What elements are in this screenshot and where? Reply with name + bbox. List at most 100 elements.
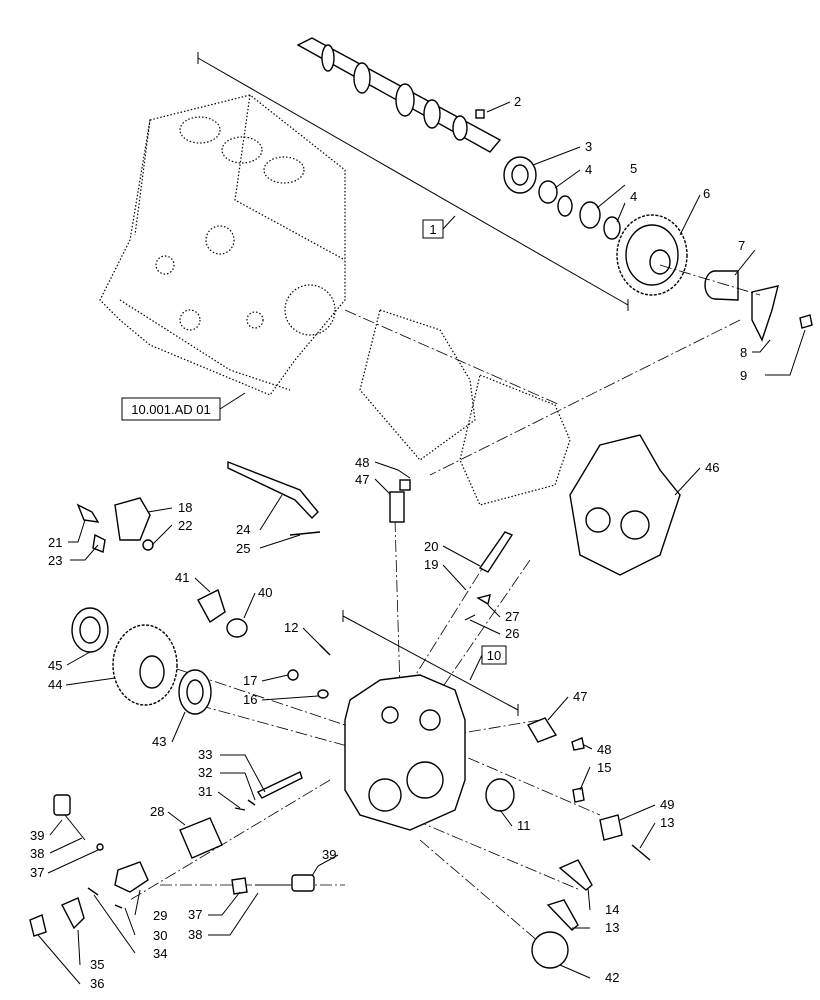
reference-label: 10.001.AD 01 bbox=[131, 402, 211, 417]
callout: 34 bbox=[153, 946, 167, 961]
callout: 48 bbox=[597, 742, 611, 757]
box-group-1: 1 bbox=[422, 215, 456, 239]
ring-40 bbox=[226, 618, 248, 638]
engine-block bbox=[99, 94, 346, 396]
pin-27 bbox=[476, 594, 491, 606]
callout: 37 bbox=[30, 865, 44, 880]
key-2-part bbox=[475, 109, 485, 119]
bearing-43 bbox=[178, 669, 212, 715]
callout: 31 bbox=[198, 784, 212, 799]
front-housing bbox=[344, 674, 466, 831]
callout: 35 bbox=[90, 957, 104, 972]
callout: 17 bbox=[243, 673, 257, 688]
sensor-49 bbox=[599, 814, 623, 841]
cap-39a bbox=[53, 794, 71, 816]
callout: 36 bbox=[90, 976, 104, 991]
bearing-45 bbox=[71, 607, 109, 653]
shaft-33 bbox=[256, 771, 303, 799]
callout: 19 bbox=[424, 557, 438, 572]
bolt-9 bbox=[799, 314, 813, 329]
bolt-14 bbox=[558, 859, 593, 891]
callout: 5 bbox=[630, 161, 637, 176]
cover-gasket-46 bbox=[569, 434, 681, 576]
callout: 42 bbox=[605, 970, 619, 985]
fitting-21 bbox=[76, 503, 100, 523]
callout: 26 bbox=[505, 626, 519, 641]
callout: 4 bbox=[630, 189, 637, 204]
nut-36 bbox=[29, 914, 47, 937]
bolt-25 bbox=[289, 531, 321, 536]
lever-29 bbox=[114, 861, 149, 893]
callout: 24 bbox=[236, 522, 250, 537]
callout: 11 bbox=[517, 818, 531, 833]
callout: 44 bbox=[48, 677, 62, 692]
callout: 46 bbox=[705, 460, 719, 475]
callout: 18 bbox=[178, 500, 192, 515]
callout: 30 bbox=[153, 928, 167, 943]
seal-11 bbox=[485, 778, 515, 812]
pin-26 bbox=[464, 614, 476, 621]
screw-30 bbox=[114, 904, 123, 909]
callout: 40 bbox=[258, 585, 272, 600]
thrust-plate-7 bbox=[704, 270, 739, 301]
callout: 13 bbox=[660, 815, 674, 830]
callout: 23 bbox=[48, 553, 62, 568]
screw-38a bbox=[64, 814, 86, 841]
callout: 33 bbox=[198, 747, 212, 762]
callout-labels: 2 3 4 5 4 6 7 8 9 48 47 46 18 22 21 23 2… bbox=[30, 94, 747, 991]
callout: 43 bbox=[152, 734, 166, 749]
sensor-47-lower bbox=[526, 717, 558, 743]
front-plate bbox=[459, 374, 571, 506]
cap-39b bbox=[291, 874, 315, 892]
callout: 7 bbox=[738, 238, 745, 253]
bolt-13a bbox=[631, 844, 651, 861]
solenoid-18 bbox=[114, 497, 154, 551]
ring-4a-b bbox=[557, 195, 573, 217]
rod-20 bbox=[478, 531, 514, 573]
callout: 13 bbox=[605, 920, 619, 935]
oring-42 bbox=[531, 931, 569, 969]
box-group-10: 10 bbox=[469, 645, 507, 681]
callout: 48 bbox=[355, 455, 369, 470]
callout: 47 bbox=[355, 472, 369, 487]
callout: 27 bbox=[505, 609, 519, 624]
callout: 37 bbox=[188, 907, 202, 922]
callout: 8 bbox=[740, 345, 747, 360]
callout: 6 bbox=[703, 186, 710, 201]
callout: 41 bbox=[175, 570, 189, 585]
callout: 3 bbox=[585, 139, 592, 154]
callout: 47 bbox=[573, 689, 587, 704]
gear-5 bbox=[579, 201, 601, 229]
nut-15 bbox=[572, 787, 585, 803]
box-group-1-label: 1 bbox=[429, 222, 436, 237]
callout: 9 bbox=[740, 368, 747, 383]
idler-gear-44 bbox=[112, 624, 178, 706]
callout: 15 bbox=[597, 760, 611, 775]
plug-17 bbox=[287, 669, 299, 681]
sensor-47-upper bbox=[389, 479, 411, 523]
callout: 39 bbox=[30, 828, 44, 843]
callout: 38 bbox=[30, 846, 44, 861]
ring-4b bbox=[603, 216, 621, 240]
plate-35 bbox=[61, 897, 85, 930]
callout: 49 bbox=[660, 797, 674, 812]
nut-37a bbox=[96, 843, 104, 851]
callout: 16 bbox=[243, 692, 257, 707]
cam-gear-6 bbox=[616, 214, 688, 296]
stay-24 bbox=[227, 460, 319, 520]
callout: 22 bbox=[178, 518, 192, 533]
callout: 25 bbox=[236, 541, 250, 556]
callout: 4 bbox=[585, 162, 592, 177]
plate-8 bbox=[751, 285, 779, 342]
callout: 2 bbox=[514, 94, 521, 109]
gasket-a bbox=[359, 309, 476, 461]
callout: 32 bbox=[198, 765, 212, 780]
nut-37b bbox=[231, 877, 248, 895]
cover-28 bbox=[179, 817, 223, 859]
bolt-13b bbox=[546, 899, 579, 931]
callout: 21 bbox=[48, 535, 62, 550]
callout: 28 bbox=[150, 804, 164, 819]
part-41 bbox=[197, 589, 226, 624]
callout: 29 bbox=[153, 908, 167, 923]
bearing-3 bbox=[503, 156, 537, 194]
